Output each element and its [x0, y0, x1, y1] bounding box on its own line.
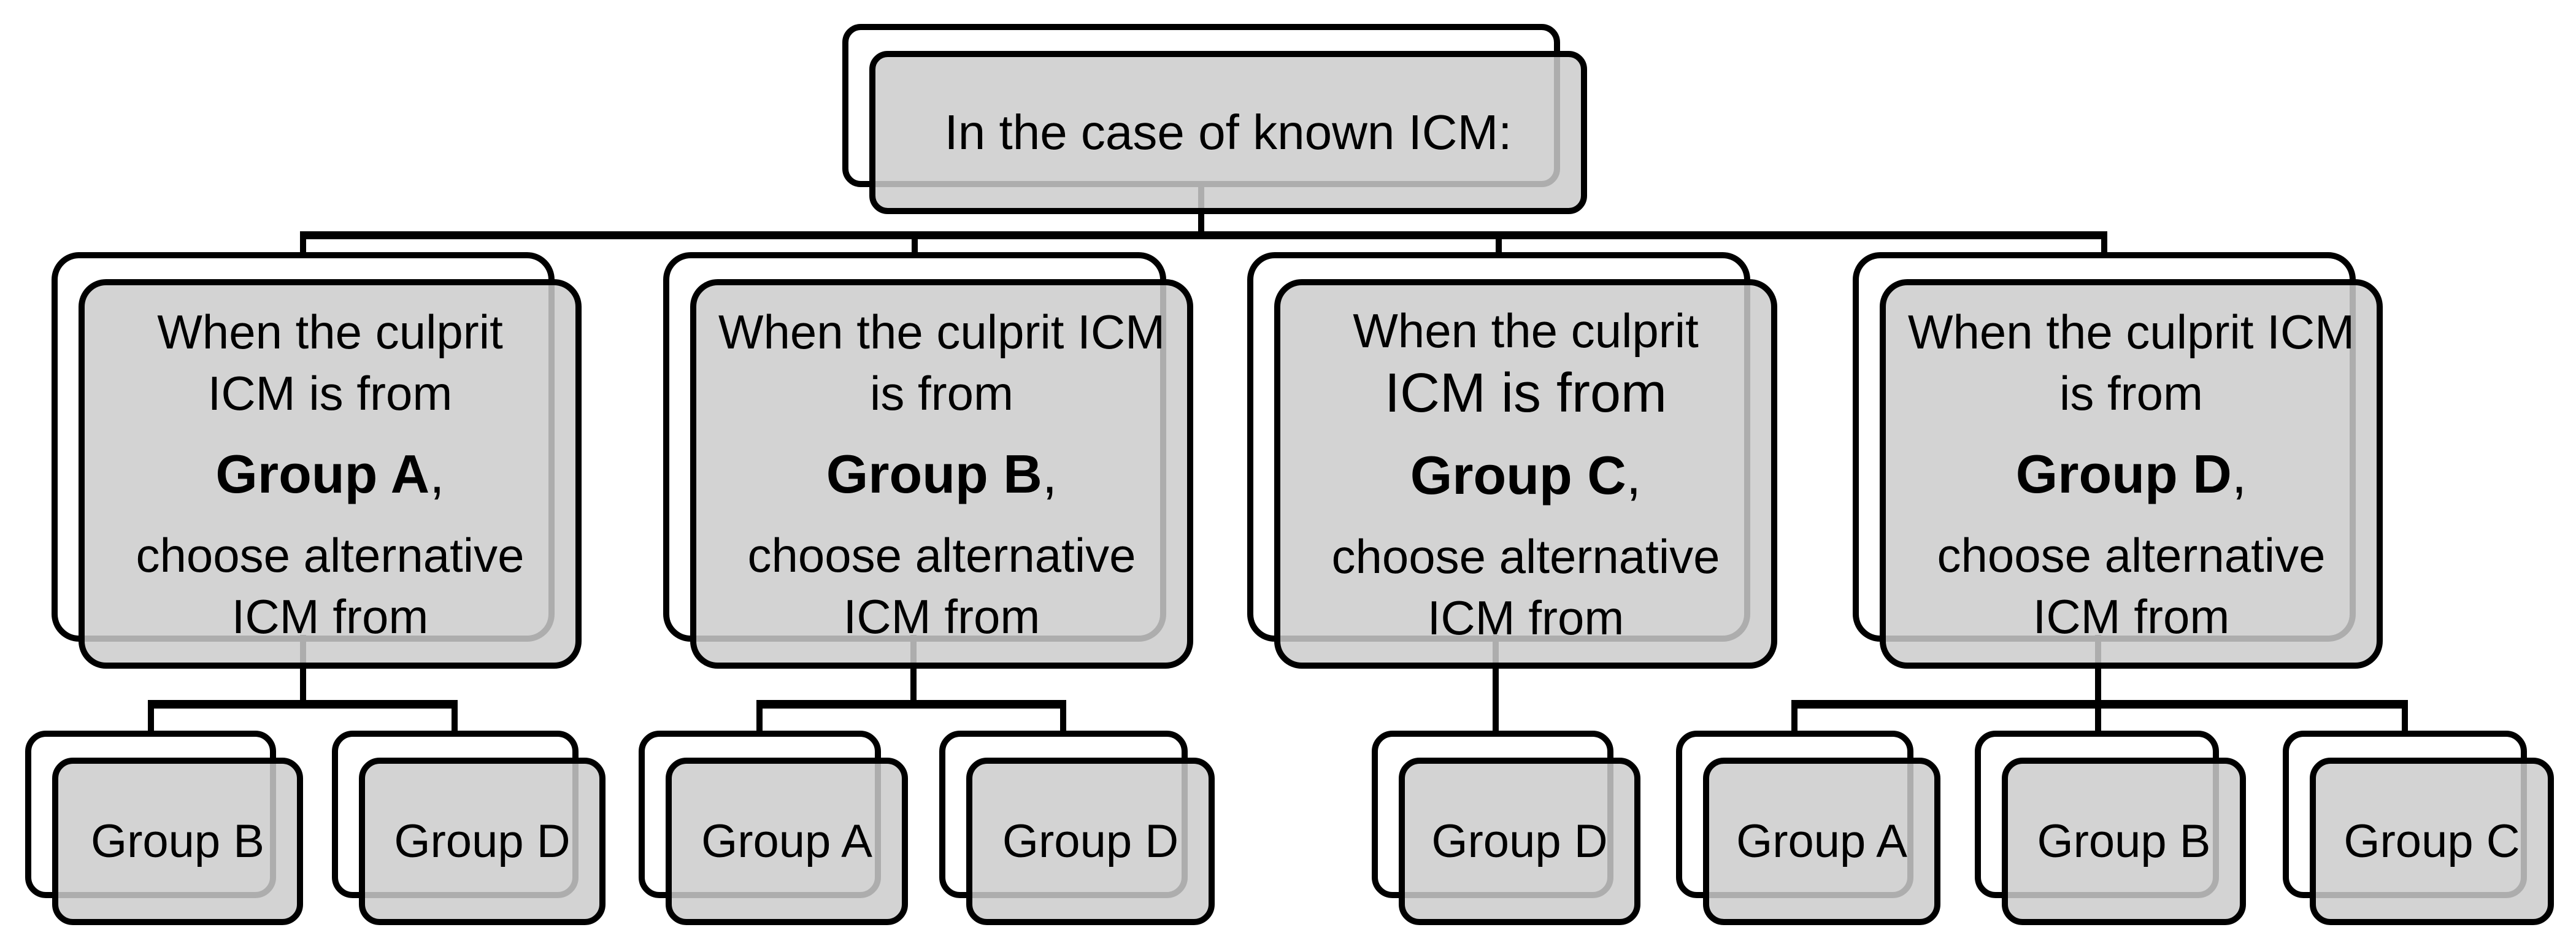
branch-d-intro-line-1: When the culprit ICM: [1907, 304, 2355, 359]
root-label: In the case of known ICM:: [944, 105, 1512, 160]
connector-branch-c-top: [1496, 236, 1502, 256]
branch-a-outro-line-1: choose alternative: [136, 528, 525, 582]
branch-c-card: When the culprit ICM is from Group C, ch…: [1274, 279, 1777, 669]
connector-branch-c-bottom: [1493, 635, 1499, 736]
root-node: In the case of known ICM:: [842, 24, 1587, 214]
branch-b-node: When the culprit ICM is from Group B, ch…: [663, 252, 1193, 669]
branch-d-card: When the culprit ICM is from Group D, ch…: [1880, 279, 2383, 669]
leaf-group-b-under-d: Group B: [1975, 731, 2246, 925]
branch-b-intro-line-2: is from: [870, 366, 1013, 420]
root-card: In the case of known ICM:: [869, 51, 1587, 214]
branch-c-group-label: Group C: [1410, 444, 1626, 506]
connector-bar-a: [148, 700, 458, 709]
branch-a-intro-line-1: When the culprit: [157, 304, 503, 359]
branch-b-card: When the culprit ICM is from Group B, ch…: [690, 279, 1193, 669]
connector-branch-a-bottom: [300, 635, 306, 706]
leaf-card: Group D: [1399, 758, 1640, 925]
leaf-group-c-under-d: Group C: [2283, 731, 2554, 925]
leaf-label: Group D: [1431, 815, 1608, 867]
branch-c-outro-line-1: choose alternative: [1331, 529, 1720, 583]
branch-b-group-line: Group B,: [826, 440, 1057, 509]
leaf-card: Group A: [1703, 758, 1940, 925]
leaf-group-a-under-b: Group A: [639, 731, 908, 925]
branch-a-card: When the culprit ICM is from Group A, ch…: [79, 279, 582, 669]
branch-d-outro-line-1: choose alternative: [1937, 528, 2326, 582]
branch-d-group-label: Group D: [2015, 443, 2232, 504]
branch-d-intro-line-2: is from: [2059, 366, 2203, 420]
branch-c-group-line: Group C,: [1410, 441, 1641, 510]
leaf-label: Group D: [394, 815, 571, 867]
branch-a-group-label: Group A: [215, 443, 430, 504]
branch-b-group-label: Group B: [826, 443, 1042, 504]
branch-d-outro-line-2: ICM from: [2032, 589, 2230, 644]
branch-a-node: When the culprit ICM is from Group A, ch…: [52, 252, 582, 669]
leaf-label: Group B: [90, 815, 265, 867]
branch-c-intro-line-1: When the culprit: [1353, 303, 1699, 358]
connector-leaf-b2: [1060, 700, 1066, 736]
connector-branch-d-top: [2101, 236, 2107, 256]
branch-a-outro-line-2: ICM from: [231, 589, 429, 644]
connector-leaf-d2: [2095, 700, 2101, 736]
branch-c-outro-line-2: ICM from: [1427, 590, 1624, 645]
branch-d-group-line: Group D,: [2016, 440, 2247, 509]
connector-leaf-d1: [1791, 700, 1797, 736]
leaf-label: Group A: [701, 815, 872, 867]
connector-branch-b-top: [912, 236, 918, 256]
leaf-group-d-under-c: Group D: [1372, 731, 1640, 925]
branch-b-outro-line-1: choose alternative: [747, 528, 1136, 582]
leaf-group-d-under-b: Group D: [939, 731, 1215, 925]
leaf-group-b-under-a: Group B: [25, 731, 303, 925]
connector-bar-b: [756, 700, 1066, 709]
connector-branch-b-bottom: [910, 635, 917, 706]
branch-d-node: When the culprit ICM is from Group D, ch…: [1853, 252, 2383, 669]
connector-spine: [300, 231, 2107, 239]
branch-c-intro-line-2: ICM is from: [1385, 362, 1667, 424]
leaf-card: Group D: [359, 758, 606, 925]
branch-b-group-suffix: ,: [1042, 443, 1058, 504]
leaf-label: Group C: [2343, 815, 2520, 867]
leaf-group-d-under-a: Group D: [332, 731, 606, 925]
leaf-card: Group D: [966, 758, 1215, 925]
leaf-label: Group A: [1736, 815, 1907, 867]
leaf-group-a-under-d: Group A: [1676, 731, 1940, 925]
branch-a-group-line: Group A,: [215, 440, 444, 509]
leaf-card: Group B: [52, 758, 303, 925]
leaf-card: Group A: [666, 758, 908, 925]
branch-c-group-suffix: ,: [1626, 444, 1642, 506]
connector-leaf-a2: [452, 700, 458, 736]
branch-a-group-suffix: ,: [429, 443, 445, 504]
branch-d-group-suffix: ,: [2231, 443, 2247, 504]
leaf-label: Group D: [1002, 815, 1179, 867]
connector-leaf-a1: [148, 700, 154, 736]
branch-b-outro-line-2: ICM from: [843, 589, 1040, 644]
connector-branch-d-bottom: [2095, 635, 2101, 706]
leaf-label: Group B: [2037, 815, 2211, 867]
connector-leaf-b1: [756, 700, 763, 736]
branch-c-node: When the culprit ICM is from Group C, ch…: [1247, 252, 1777, 669]
connector-leaf-d3: [2402, 700, 2408, 736]
branch-b-intro-line-1: When the culprit ICM: [718, 304, 1166, 359]
branch-a-intro-line-2: ICM is from: [207, 366, 453, 420]
leaf-card: Group B: [2002, 758, 2246, 925]
connector-branch-a-top: [300, 236, 306, 256]
leaf-card: Group C: [2310, 758, 2554, 925]
